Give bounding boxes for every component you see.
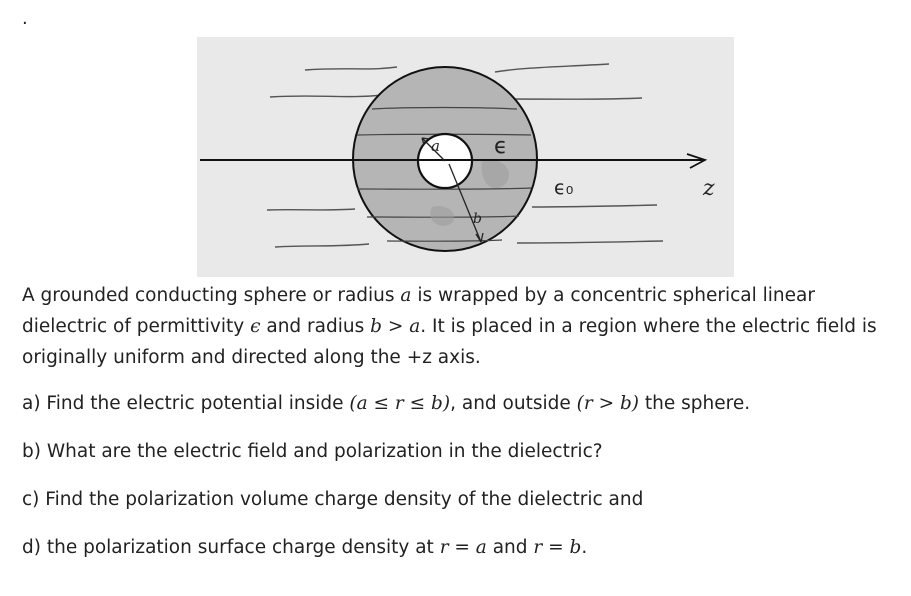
shell-texture <box>430 159 509 226</box>
texture-blotch <box>481 159 509 189</box>
field-line <box>494 63 610 73</box>
problem-intro: A grounded conducting sphere or radius a… <box>22 280 897 373</box>
var-b-gt-a: b > a <box>370 316 421 337</box>
radius-a-arrowhead <box>421 137 430 146</box>
dielectric-sphere-figure: a b ϵ ϵ₀ z <box>197 37 734 277</box>
part-d-math-r-b: r = b <box>533 537 582 558</box>
field-line <box>274 243 370 248</box>
field-line <box>516 240 664 244</box>
field-line <box>304 66 398 71</box>
part-d-text-3: . <box>581 537 588 558</box>
var-a: a <box>400 285 412 306</box>
field-line <box>269 94 383 98</box>
radius-b-arrowhead <box>475 232 484 243</box>
intro-text-4: . It is placed in a region where the ele… <box>22 316 877 368</box>
part-d-text-1: d) the polarization surface charge densi… <box>22 537 440 558</box>
part-b: b) What are the electric field and polar… <box>22 441 603 462</box>
shell-line <box>386 239 503 242</box>
part-d-math-r-a: r = a <box>439 537 487 558</box>
part-c: c) Find the polarization volume charge d… <box>22 489 644 510</box>
intro-text-3: and radius <box>260 316 371 337</box>
part-a-text-3: the sphere. <box>639 393 751 414</box>
part-a-text-1: a) Find the electric potential inside <box>22 393 350 414</box>
field-line <box>531 204 658 208</box>
label-a: a <box>431 137 440 155</box>
part-d: d) the polarization surface charge densi… <box>22 535 587 561</box>
field-line <box>506 97 643 100</box>
shell-line <box>356 187 532 190</box>
field-line <box>266 208 356 211</box>
part-a-math-outside: (r > b) <box>576 393 640 414</box>
label-epsilon: ϵ <box>494 134 508 159</box>
label-b: b <box>473 211 482 227</box>
part-a-math-inside: (a ≤ r ≤ b) <box>349 393 451 414</box>
stray-dot: . <box>22 8 28 29</box>
radius-a-line <box>421 137 446 162</box>
label-epsilon0: ϵ₀ <box>554 177 573 199</box>
field-lines <box>266 63 664 248</box>
radius-b-line <box>448 163 482 243</box>
label-z: z <box>702 176 715 201</box>
intro-text-1: A grounded conducting sphere or radius <box>22 285 401 306</box>
intro-text-2: is wrapped by a concentric spherical lin… <box>22 285 815 337</box>
part-a-text-2: , and outside <box>450 393 577 414</box>
figure-drawing: a b ϵ ϵ₀ z <box>197 37 734 277</box>
texture-blotch <box>430 206 455 226</box>
part-a: a) Find the electric potential inside (a… <box>22 391 750 417</box>
z-axis-arrowhead <box>686 153 708 169</box>
shell-line <box>371 106 518 110</box>
part-d-text-2: and <box>486 537 534 558</box>
var-epsilon: ϵ <box>250 316 261 337</box>
